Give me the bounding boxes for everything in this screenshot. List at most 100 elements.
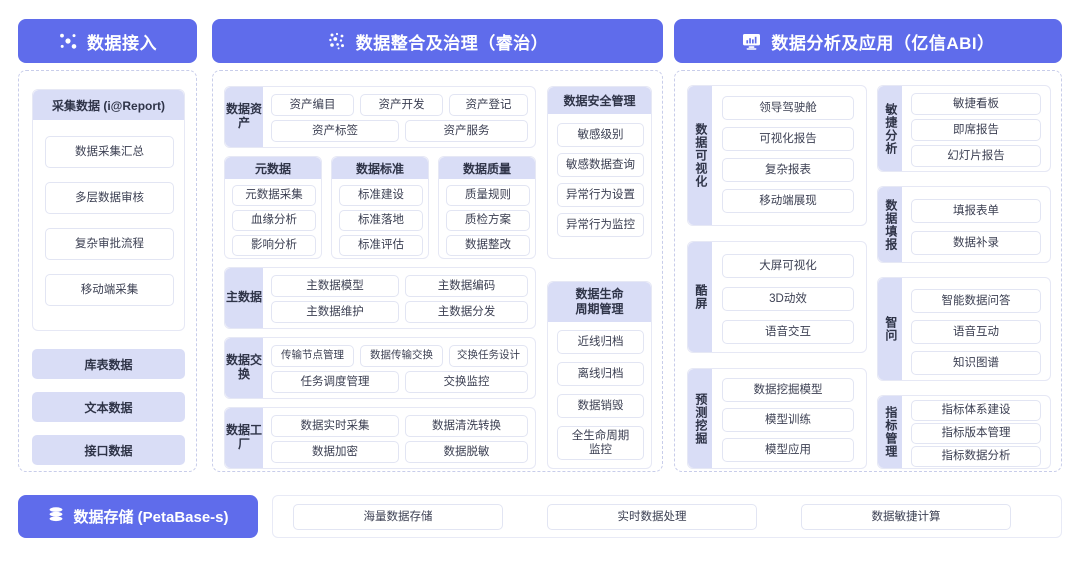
list-item[interactable]: 全生命周期 监控 bbox=[557, 426, 644, 460]
list-item[interactable]: 离线归档 bbox=[557, 362, 644, 386]
storage-item[interactable]: 海量数据存储 bbox=[293, 504, 503, 530]
panel-analytics: 数据可视化 领导驾驶舱 可视化报告 复杂报表 移动端展现 酷屏 大屏可视化 3D… bbox=[674, 70, 1062, 472]
list-item[interactable]: 模型训练 bbox=[722, 408, 854, 432]
group-data-standard: 数据标准 标准建设 标准落地 标准评估 bbox=[331, 156, 429, 259]
list-item[interactable]: 移动端采集 bbox=[45, 274, 174, 306]
list-item[interactable]: 智能数据问答 bbox=[911, 289, 1041, 313]
column-header-ingest[interactable]: 数据接入 bbox=[18, 19, 197, 63]
monitor-chart-icon bbox=[741, 31, 762, 51]
list-item[interactable]: 数据销毁 bbox=[557, 394, 644, 418]
group-data-visualization: 数据可视化 领导驾驶舱 可视化报告 复杂报表 移动端展现 bbox=[687, 85, 867, 226]
list-item[interactable]: 移动端展现 bbox=[722, 189, 854, 213]
list-item[interactable]: 质检方案 bbox=[446, 210, 530, 231]
column-header-governance[interactable]: 数据整合及治理（睿治） bbox=[212, 19, 663, 63]
list-item[interactable]: 复杂审批流程 bbox=[45, 228, 174, 260]
column-title: 数据整合及治理（睿治） bbox=[355, 33, 549, 53]
group-agile-analysis: 敏捷分析 敏捷看板 即席报告 幻灯片报告 bbox=[877, 85, 1051, 172]
list-item[interactable]: 任务调度管理 bbox=[271, 371, 399, 393]
list-item[interactable]: 指标体系建设 bbox=[911, 400, 1041, 421]
list-item[interactable]: 主数据编码 bbox=[405, 275, 528, 297]
list-item[interactable]: 模型应用 bbox=[722, 438, 854, 462]
list-item[interactable]: 敏感数据查询 bbox=[557, 153, 644, 177]
storage-item[interactable]: 实时数据处理 bbox=[547, 504, 757, 530]
group-master-data: 主数据 主数据模型 主数据编码 主数据维护 主数据分发 bbox=[224, 267, 536, 329]
list-item[interactable]: 可视化报告 bbox=[722, 127, 854, 151]
group-indicator-management: 指标管理 指标体系建设 指标版本管理 指标数据分析 bbox=[877, 395, 1051, 469]
group-label: 数据工厂 bbox=[225, 408, 263, 468]
list-item[interactable]: 幻灯片报告 bbox=[911, 145, 1041, 167]
list-item[interactable]: 资产登记 bbox=[449, 94, 528, 116]
list-item[interactable]: 主数据分发 bbox=[405, 301, 528, 323]
panel-ingest: 采集数据 (i@Report) 数据采集汇总 多层数据审核 复杂审批流程 移动端… bbox=[18, 70, 197, 472]
list-item[interactable]: 领导驾驶舱 bbox=[722, 96, 854, 120]
list-item[interactable]: 资产服务 bbox=[405, 120, 528, 142]
group-data-filling: 数据填报 填报表单 数据补录 bbox=[877, 186, 1051, 263]
list-item[interactable]: 标准建设 bbox=[339, 185, 423, 206]
list-item[interactable]: 指标数据分析 bbox=[911, 446, 1041, 467]
storage-panel: 海量数据存储 实时数据处理 数据敏捷计算 bbox=[272, 495, 1062, 538]
list-item[interactable]: 语音互动 bbox=[911, 320, 1041, 344]
group-data-security: 数据安全管理 敏感级别 敏感数据查询 异常行为设置 异常行为监控 bbox=[547, 86, 652, 259]
group-label: 数据填报 bbox=[878, 187, 902, 262]
list-item-source[interactable]: 文本数据 bbox=[32, 392, 185, 422]
list-item[interactable]: 主数据模型 bbox=[271, 275, 399, 297]
group-label: 数据可视化 bbox=[688, 86, 712, 225]
list-item[interactable]: 异常行为设置 bbox=[557, 183, 644, 207]
panel-governance: 数据资产 资产编目 资产开发 资产登记 资产标签 资产服务 元数据 元数据采集 … bbox=[212, 70, 663, 472]
list-item[interactable]: 数据脱敏 bbox=[405, 441, 528, 463]
list-item[interactable]: 数据采集汇总 bbox=[45, 136, 174, 168]
list-item[interactable]: 即席报告 bbox=[911, 119, 1041, 141]
list-item[interactable]: 语音交互 bbox=[722, 320, 854, 344]
group-label: 敏捷分析 bbox=[878, 86, 902, 171]
list-item[interactable]: 数据补录 bbox=[911, 231, 1041, 255]
group-label: 数据资产 bbox=[225, 87, 263, 147]
list-item[interactable]: 传输节点管理 bbox=[271, 345, 354, 367]
list-item[interactable]: 资产标签 bbox=[271, 120, 399, 142]
list-item[interactable]: 敏捷看板 bbox=[911, 93, 1041, 115]
group-caption: 数据质量 bbox=[439, 157, 535, 179]
column-header-analytics[interactable]: 数据分析及应用（亿信ABI） bbox=[674, 19, 1062, 63]
list-item[interactable]: 交换监控 bbox=[405, 371, 528, 393]
list-item[interactable]: 资产编目 bbox=[271, 94, 354, 116]
list-item[interactable]: 标准评估 bbox=[339, 235, 423, 256]
storage-header[interactable]: 数据存储 (PetaBase-s) bbox=[18, 495, 258, 538]
group-caption: 数据生命 周期管理 bbox=[548, 282, 651, 322]
list-item[interactable]: 影响分析 bbox=[232, 235, 316, 256]
group-label: 酷屏 bbox=[688, 242, 712, 352]
list-item[interactable]: 质量规则 bbox=[446, 185, 530, 206]
list-item[interactable]: 3D动效 bbox=[722, 287, 854, 311]
scattered-dots-icon bbox=[327, 31, 347, 51]
list-item-source[interactable]: 接口数据 bbox=[32, 435, 185, 465]
group-data-factory: 数据工厂 数据实时采集 数据清洗转换 数据加密 数据脱敏 bbox=[224, 407, 536, 469]
group-data-asset: 数据资产 资产编目 资产开发 资产登记 资产标签 资产服务 bbox=[224, 86, 536, 148]
list-item[interactable]: 知识图谱 bbox=[911, 351, 1041, 375]
group-label: 主数据 bbox=[225, 268, 263, 328]
list-item[interactable]: 数据整改 bbox=[446, 235, 530, 256]
list-item[interactable]: 敏感级别 bbox=[557, 123, 644, 147]
column-title: 数据接入 bbox=[87, 33, 157, 53]
list-item[interactable]: 元数据采集 bbox=[232, 185, 316, 206]
list-item[interactable]: 数据挖掘模型 bbox=[722, 378, 854, 402]
list-item[interactable]: 近线归档 bbox=[557, 330, 644, 354]
list-item[interactable]: 指标版本管理 bbox=[911, 423, 1041, 444]
list-item[interactable]: 交换任务设计 bbox=[449, 345, 528, 367]
list-item[interactable]: 主数据维护 bbox=[271, 301, 399, 323]
list-item[interactable]: 数据清洗转换 bbox=[405, 415, 528, 437]
list-item[interactable]: 血缘分析 bbox=[232, 210, 316, 231]
storage-item[interactable]: 数据敏捷计算 bbox=[801, 504, 1011, 530]
list-item[interactable]: 多层数据审核 bbox=[45, 182, 174, 214]
group-predictive-mining: 预测挖掘 数据挖掘模型 模型训练 模型应用 bbox=[687, 368, 867, 469]
list-item-source[interactable]: 库表数据 bbox=[32, 349, 185, 379]
list-item[interactable]: 数据加密 bbox=[271, 441, 399, 463]
list-item[interactable]: 资产开发 bbox=[360, 94, 443, 116]
list-item[interactable]: 复杂报表 bbox=[722, 158, 854, 182]
list-item[interactable]: 填报表单 bbox=[911, 199, 1041, 223]
list-item[interactable]: 标准落地 bbox=[339, 210, 423, 231]
group-label: 数据交换 bbox=[225, 338, 263, 398]
list-item[interactable]: 数据传输交换 bbox=[360, 345, 443, 367]
list-item[interactable]: 数据实时采集 bbox=[271, 415, 399, 437]
group-smart-query: 智问 智能数据问答 语音互动 知识图谱 bbox=[877, 277, 1051, 381]
list-item[interactable]: 大屏可视化 bbox=[722, 254, 854, 278]
database-stack-icon bbox=[47, 506, 65, 528]
list-item[interactable]: 异常行为监控 bbox=[557, 213, 644, 237]
